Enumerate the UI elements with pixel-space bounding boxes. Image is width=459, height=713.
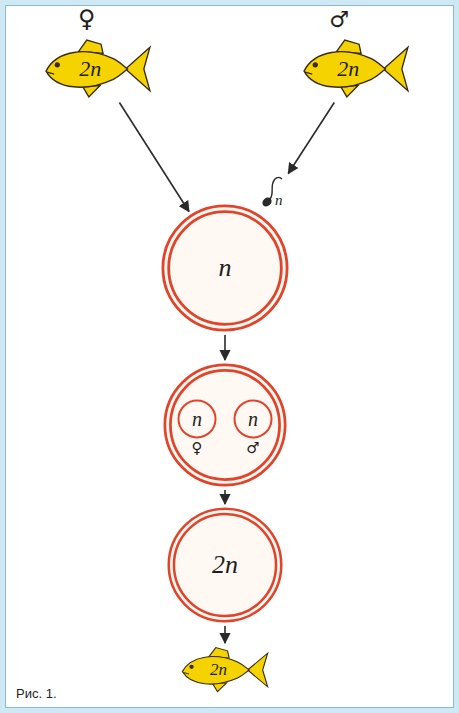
ploidy-label: 2n: [58, 57, 123, 81]
male-pronucleus: n♂: [233, 399, 273, 439]
sex-symbol: ♂: [300, 8, 378, 32]
ploidy-label: n: [161, 254, 289, 283]
ploidy-label: n: [233, 408, 273, 430]
figure-caption: Рис. 1.: [16, 686, 57, 701]
zygote-cell: n♀n♂: [163, 363, 287, 487]
arrow-connector: [119, 103, 189, 212]
sex-symbol: ♀: [177, 440, 217, 457]
ploidy-label: 2n: [316, 57, 381, 81]
ploidy-label: n: [275, 192, 283, 209]
egg-cell: n: [161, 204, 289, 332]
ploidy-label: 2n: [192, 661, 245, 680]
male-fish: ♂2n: [300, 38, 412, 100]
sex-symbol: ♀: [42, 6, 132, 32]
ploidy-label: n: [177, 408, 217, 430]
offspring-fish: 2n: [179, 646, 271, 694]
arrow-connector: [288, 103, 334, 174]
female-fish: ♀2n: [42, 38, 154, 100]
arrow-connector: [224, 490, 226, 504]
sex-symbol: ♂: [233, 440, 273, 457]
arrow-connector: [224, 335, 226, 360]
female-pronucleus: n♀: [177, 399, 217, 439]
diploid-cell: 2n: [167, 507, 283, 623]
ploidy-label: 2n: [167, 551, 283, 580]
sperm-cell: n: [258, 176, 292, 212]
arrow-connector: [224, 626, 226, 643]
